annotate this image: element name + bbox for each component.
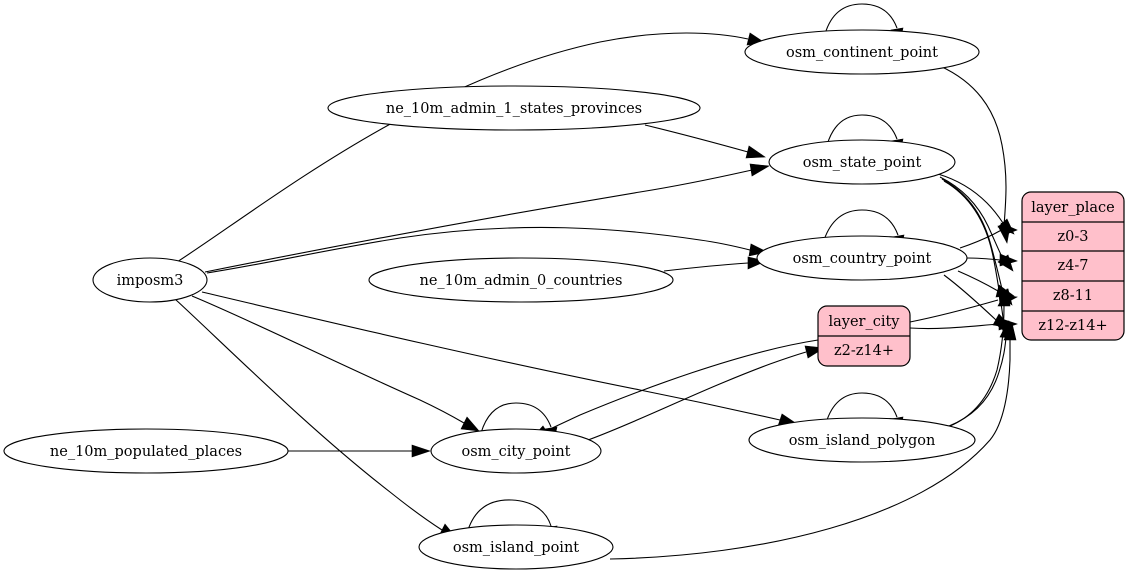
record-layer-city-row-z2-z14[interactable]: z2-z14+ xyxy=(834,343,894,359)
edge-ne-populated-to-osm-city-point xyxy=(288,444,431,458)
edge-osm-island-point-to-layer-place-z12-z14 xyxy=(609,322,1017,560)
record-layer-place-row-z4-7[interactable]: z4-7 xyxy=(1058,258,1089,274)
record-node-layer-city[interactable]: layer_city z2-z14+ xyxy=(817,305,911,367)
node-osm-country-point[interactable]: osm_country_point xyxy=(756,235,968,281)
edge-layer-city-to-layer-place-z12-z14 xyxy=(909,317,1018,331)
node-imposm3[interactable]: imposm3 xyxy=(92,257,208,303)
node-osm-country-point-label: osm_country_point xyxy=(793,251,932,267)
node-ne-10m-admin-0-countries[interactable]: ne_10m_admin_0_countries xyxy=(368,257,674,303)
node-osm-continent-point[interactable]: osm_continent_point xyxy=(744,29,980,75)
edge-imposm3-to-osm-continent-point xyxy=(176,32,766,263)
edge-osm-island-polygon-to-layer-place-z8-11 xyxy=(944,288,1011,429)
edge-imposm3-to-osm-island-point xyxy=(174,298,458,540)
node-osm-state-point-label: osm_state_point xyxy=(803,155,922,171)
edge-osm-country-point-to-layer-place-z0-3 xyxy=(959,222,1018,249)
edge-osm-country-point-to-layer-place-z4-7 xyxy=(966,253,1018,267)
nodes-layer: imposm3 ne_10m_admin_1_states_provinces … xyxy=(3,29,980,570)
node-ne-10m-populated-places[interactable]: ne_10m_populated_places xyxy=(3,428,289,474)
node-ne-populated-label: ne_10m_populated_places xyxy=(50,444,242,460)
record-node-layer-place[interactable]: layer_place z0-3 z4-7 z8-11 z12-z14+ xyxy=(1021,191,1125,341)
node-ne-countries-label: ne_10m_admin_0_countries xyxy=(420,273,623,289)
edge-layer-city-to-osm-city-point xyxy=(531,339,819,439)
edge-osm-island-polygon-to-layer-place-z12-z14 xyxy=(948,320,1013,427)
record-nodes-layer: layer_place z0-3 z4-7 z8-11 z12-z14+ lay… xyxy=(817,191,1125,367)
node-osm-continent-point-label: osm_continent_point xyxy=(786,45,938,61)
node-osm-island-point-label: osm_island_point xyxy=(453,540,579,556)
record-layer-place-title: layer_place xyxy=(1031,200,1115,216)
edge-imposm3-to-osm-city-point xyxy=(191,295,480,432)
record-layer-place-row-z12-z14[interactable]: z12-z14+ xyxy=(1038,318,1107,334)
node-osm-city-point[interactable]: osm_city_point xyxy=(430,428,602,474)
node-osm-island-polygon-label: osm_island_polygon xyxy=(789,433,936,449)
edge-ne-countries-to-osm-country-point xyxy=(663,256,767,272)
record-layer-place-row-z0-3[interactable]: z0-3 xyxy=(1058,229,1089,245)
node-imposm3-label: imposm3 xyxy=(117,273,184,289)
node-ne-states-label: ne_10m_admin_1_states_provinces xyxy=(386,101,642,117)
edge-imposm3-to-osm-state-point xyxy=(204,163,770,273)
node-ne-10m-admin-1-states-provinces[interactable]: ne_10m_admin_1_states_provinces xyxy=(327,85,701,131)
node-osm-state-point[interactable]: osm_state_point xyxy=(768,139,956,185)
record-layer-city-title: layer_city xyxy=(828,314,900,330)
node-osm-island-point[interactable]: osm_island_point xyxy=(418,524,614,570)
node-osm-island-polygon[interactable]: osm_island_polygon xyxy=(748,417,976,463)
edge-ne-states-to-osm-state-point xyxy=(644,124,766,159)
record-layer-place-row-z8-11[interactable]: z8-11 xyxy=(1053,288,1093,304)
edge-imposm3-to-osm-island-polygon xyxy=(201,291,798,427)
node-osm-city-point-label: osm_city_point xyxy=(461,444,570,460)
